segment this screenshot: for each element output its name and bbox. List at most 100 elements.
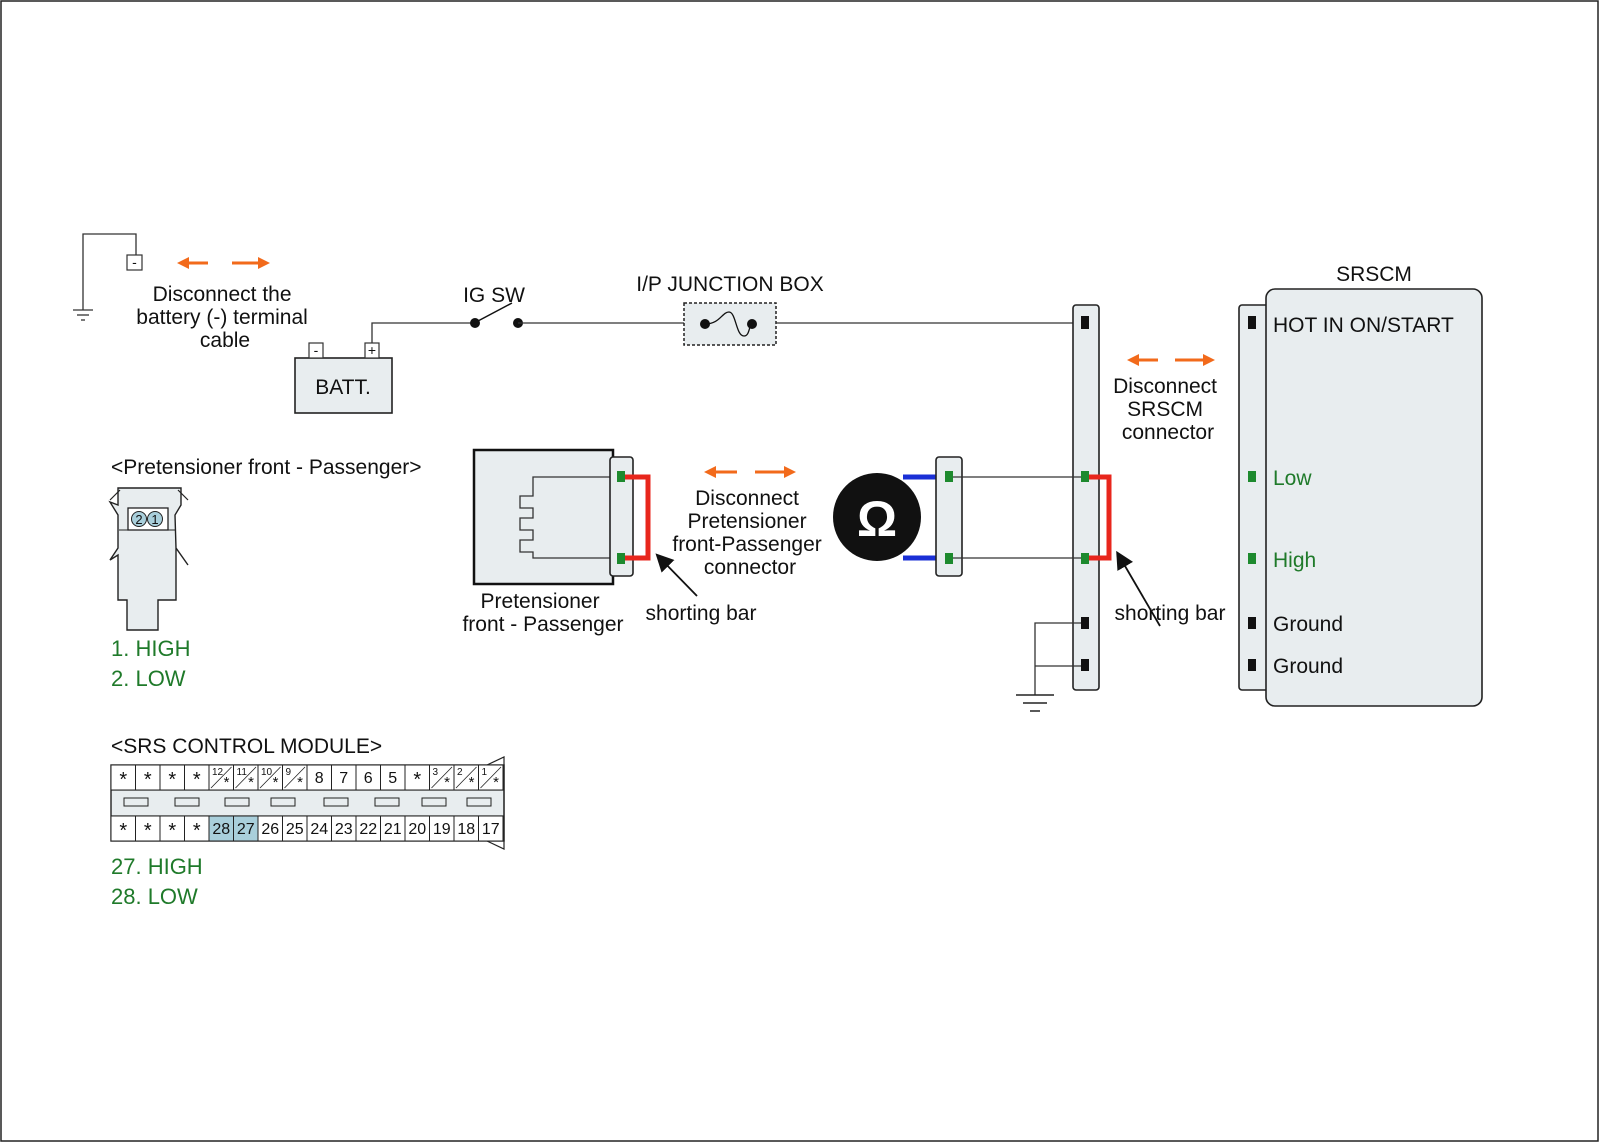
- shorting-bar-label-right: shorting bar: [1115, 602, 1226, 625]
- srs-top-cell-divider-7: [284, 766, 306, 789]
- junction-box: I/P JUNCTION BOX: [636, 273, 824, 346]
- srs-bottom-cell-0: [110, 815, 136, 842]
- srs-top-cell-number-6: 10: [261, 767, 273, 778]
- power-wire: [371, 322, 475, 343]
- srs-bottom-cell-13: [429, 815, 455, 842]
- srscm-pin-high: High: [1273, 549, 1316, 572]
- ig-sw-label: IG SW: [463, 284, 525, 307]
- srs-top-cell-label-1: *: [144, 769, 152, 791]
- srs-top-cell-star-13: *: [444, 774, 450, 791]
- srs-bottom-cell-label-13: 19: [433, 821, 451, 838]
- srs-header: <SRS CONTROL MODULE>: [111, 735, 382, 758]
- srs-bottom-cell-label-10: 22: [359, 821, 377, 838]
- battery-plus-label: +: [368, 342, 376, 358]
- srs-top-cell-star-15: *: [493, 774, 499, 791]
- srs-bottom-cell-8: [306, 815, 332, 842]
- srs-bottom-cell-label-5: 27: [237, 821, 255, 838]
- disconnect-srscm-label: Disconnect SRSCM connector: [1113, 375, 1223, 444]
- srs-top-cell-label-3: *: [193, 769, 201, 791]
- srs-legend-low: 28. LOW: [111, 884, 198, 909]
- pretensioner-name-label: Pretensioner front - Passenger: [462, 590, 623, 636]
- srs-top-cell-label-12: *: [413, 769, 421, 791]
- srscm-title: SRSCM: [1336, 263, 1412, 286]
- srs-top-cell-2: [159, 764, 185, 791]
- srs-top-cell-number-7: 9: [286, 767, 292, 778]
- arrow-pretensioner-disconnect: [704, 466, 796, 478]
- pretensioner-connector-face: 2 1: [108, 487, 189, 631]
- srs-bottom-cell-label-7: 25: [286, 821, 304, 838]
- srscm-pin-ground-2: Ground: [1273, 655, 1343, 678]
- srscm-module: SRSCM HOT IN ON/START Low High Ground Gr…: [1238, 263, 1483, 707]
- pretensioner-legend-high: 1. HIGH: [111, 636, 190, 661]
- srs-top-cell-label-2: *: [168, 769, 176, 791]
- ohm-symbol: Ω: [857, 491, 897, 547]
- pretensioner-header: <Pretensioner front - Passenger>: [111, 456, 422, 479]
- pretensioner-legend-low: 2. LOW: [111, 666, 186, 691]
- srs-top-cell-star-4: *: [224, 774, 230, 791]
- srs-top-cell-10: [355, 764, 381, 791]
- pretensioner-shorting-bar-pointer: [655, 553, 698, 597]
- srs-top-cell-number-5: 11: [237, 767, 248, 778]
- pretensioner-component: [472, 448, 634, 586]
- srs-top-cell-divider-4: [210, 766, 232, 789]
- srs-bottom-cell-9: [331, 815, 357, 842]
- pretensioner-pin-1: 1: [151, 512, 158, 527]
- pretensioner-pin-2: 2: [135, 512, 142, 527]
- srs-bottom-cell-2: [159, 815, 185, 842]
- srs-bottom-cell-4: [208, 815, 234, 842]
- srs-top-cell-label-10: 6: [364, 770, 373, 787]
- meter-test-connector: [935, 456, 963, 577]
- srs-top-cell-divider-13: [431, 766, 453, 789]
- battery-minus-label: -: [314, 342, 319, 358]
- srs-bottom-cell-label-11: 21: [384, 821, 402, 838]
- srs-bottom-cell-label-1: *: [144, 820, 152, 842]
- srs-top-cell-star-7: *: [297, 774, 303, 791]
- srs-bottom-cell-label-15: 17: [482, 821, 500, 838]
- srs-top-cell-star-5: *: [248, 774, 254, 791]
- srs-bottom-cell-label-6: 26: [261, 821, 279, 838]
- srs-bottom-cell-label-8: 24: [310, 821, 328, 838]
- srs-bottom-cell-label-3: *: [193, 820, 201, 842]
- srs-top-cell-divider-14: [455, 766, 477, 789]
- ohmmeter: Ω: [833, 473, 921, 561]
- srs-bottom-cell-15: [478, 815, 504, 842]
- battery-label: BATT.: [315, 376, 371, 399]
- srscm-pin-hot-in: HOT IN ON/START: [1273, 314, 1454, 337]
- srs-top-cell-label-0: *: [119, 769, 127, 791]
- srs-bottom-cell-label-9: 23: [335, 821, 353, 838]
- srs-bottom-cell-10: [355, 815, 381, 842]
- arrow-srscm-disconnect: [1127, 354, 1215, 366]
- srs-top-cell-number-15: 1: [482, 767, 488, 778]
- srs-top-cell-divider-5: [235, 766, 257, 789]
- srs-bottom-cell-12: [404, 815, 430, 842]
- disconnect-pretensioner-label: Disconnect Pretensioner front-Passenger …: [672, 487, 827, 579]
- srs-bottom-cell-label-14: 18: [457, 821, 475, 838]
- srs-top-cell-label-11: 5: [388, 770, 397, 787]
- srs-bottom-cell-1: [135, 815, 161, 842]
- srs-top-cell-divider-6: [259, 766, 281, 789]
- srs-bottom-cell-6: [257, 815, 283, 842]
- battery-terminal-minus-label: -: [132, 254, 137, 270]
- srscm-pin-ground-1: Ground: [1273, 613, 1343, 636]
- srs-top-cell-label-8: 8: [315, 770, 324, 787]
- srs-top-cell-label-9: 7: [339, 770, 348, 787]
- srs-legend-high: 27. HIGH: [111, 854, 203, 879]
- srscm-harness-connector: [1072, 304, 1100, 691]
- arrow-battery-disconnect: [177, 257, 270, 269]
- ignition-switch: IG SW: [463, 284, 525, 328]
- srs-bottom-cell-7: [282, 815, 308, 842]
- srs-top-cell-3: [184, 764, 210, 791]
- junction-box-label: I/P JUNCTION BOX: [636, 273, 823, 296]
- srs-bottom-cell-label-12: 20: [408, 821, 426, 838]
- srs-top-cell-1: [135, 764, 161, 791]
- srs-top-cell-number-13: 3: [433, 767, 439, 778]
- pretensioner-shorting-bar: [625, 474, 651, 561]
- srs-top-cell-0: [110, 764, 136, 791]
- battery-terminal-disconnect-symbol: -: [73, 233, 143, 321]
- shorting-bar-label-left: shorting bar: [646, 602, 757, 625]
- srs-top-cell-number-4: 12: [212, 767, 224, 778]
- srs-bottom-cell-label-0: *: [119, 820, 127, 842]
